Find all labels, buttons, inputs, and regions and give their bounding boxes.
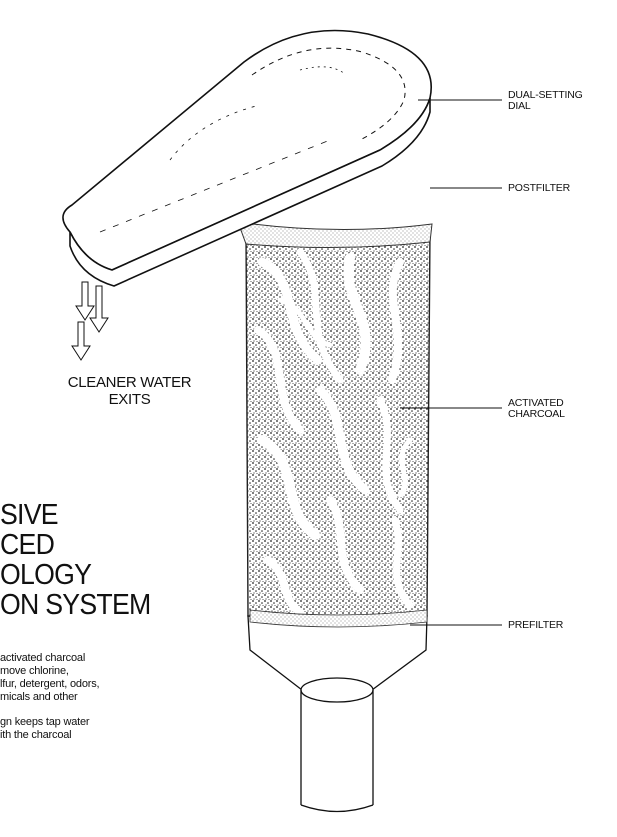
label-postfilter: POSTFILTER bbox=[508, 183, 570, 194]
water-exit-arrows bbox=[72, 282, 108, 360]
prefilter-housing bbox=[248, 610, 427, 812]
body-paragraph-2: gn keeps tap water ith the charcoal bbox=[0, 716, 170, 742]
section-heading: SIVE CED OLOGY ON SYSTEM bbox=[0, 500, 151, 620]
postfilter-band bbox=[238, 222, 432, 248]
label-dual-setting-dial: DUAL-SETTING DIAL bbox=[508, 90, 583, 112]
cleaner-water-exits-caption: CLEANER WATER EXITS bbox=[62, 374, 197, 408]
label-prefilter: PREFILTER bbox=[508, 620, 563, 631]
body-paragraph-1: activated charcoal move chlorine, lfur, … bbox=[0, 652, 170, 704]
label-activated-charcoal: ACTIVATED CHARCOAL bbox=[508, 398, 565, 420]
